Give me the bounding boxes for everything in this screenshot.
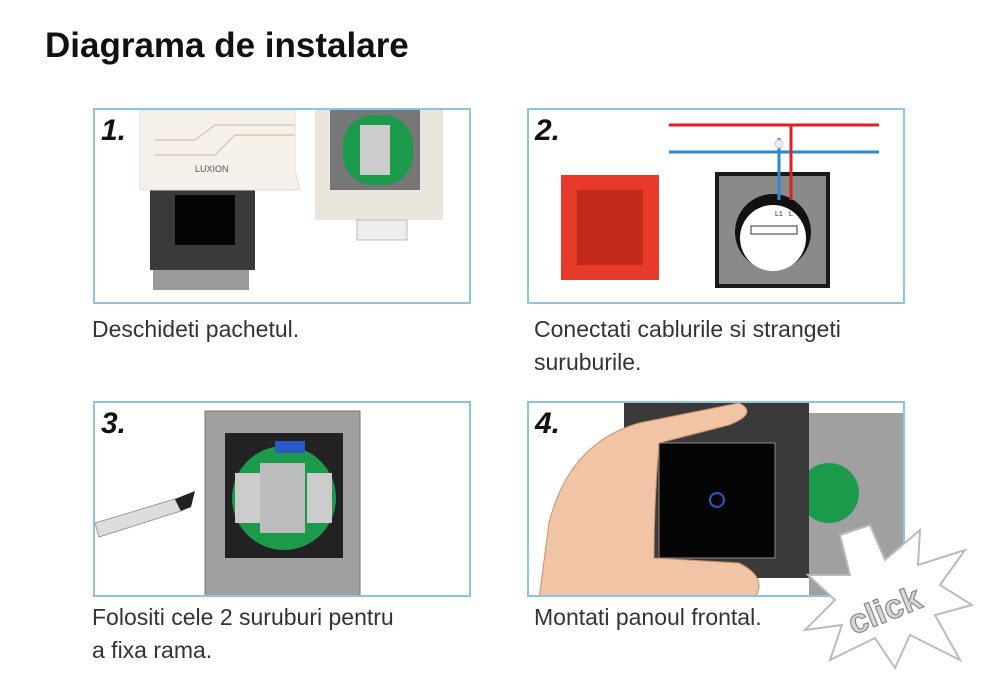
terminal-l1-label: L1 (775, 211, 783, 218)
step-number: 4. (535, 407, 561, 440)
step-1-panel: 1. LUXION (93, 108, 471, 304)
screw-frame-illustration (95, 410, 361, 595)
step-2-caption: Conectati cablurile si strangeti surubur… (534, 313, 841, 379)
step-3-panel: 3. (93, 401, 471, 597)
terminal-l-label: L (789, 211, 793, 218)
caption-line: Folositi cele 2 suruburi pentru (92, 604, 394, 630)
step-4-caption: Montati panoul frontal. (534, 604, 762, 630)
step-2-panel: 2. L1 L (527, 108, 905, 304)
svg-text:LUXION: LUXION (195, 164, 229, 174)
page-title: Diagrama de instalare (45, 26, 409, 65)
step-number: 1. (101, 114, 127, 147)
step-number: 3. (101, 407, 127, 440)
step-3-caption: Folositi cele 2 suruburi pentru a fixa r… (92, 601, 394, 667)
mount-front-panel-illustration (539, 403, 903, 595)
wiring-illustration: L1 L (561, 123, 879, 288)
caption-line: Conectati cablurile si strangeti (534, 316, 841, 342)
step-number: 2. (535, 114, 561, 147)
open-package-illustration: LUXION (139, 110, 443, 290)
step-1-caption: Deschideti pachetul. (92, 316, 300, 342)
step-4-panel: 4. (527, 401, 905, 597)
caption-line: a fixa rama. (92, 637, 213, 663)
click-badge: click (800, 520, 975, 670)
caption-line: suruburile. (534, 349, 642, 375)
